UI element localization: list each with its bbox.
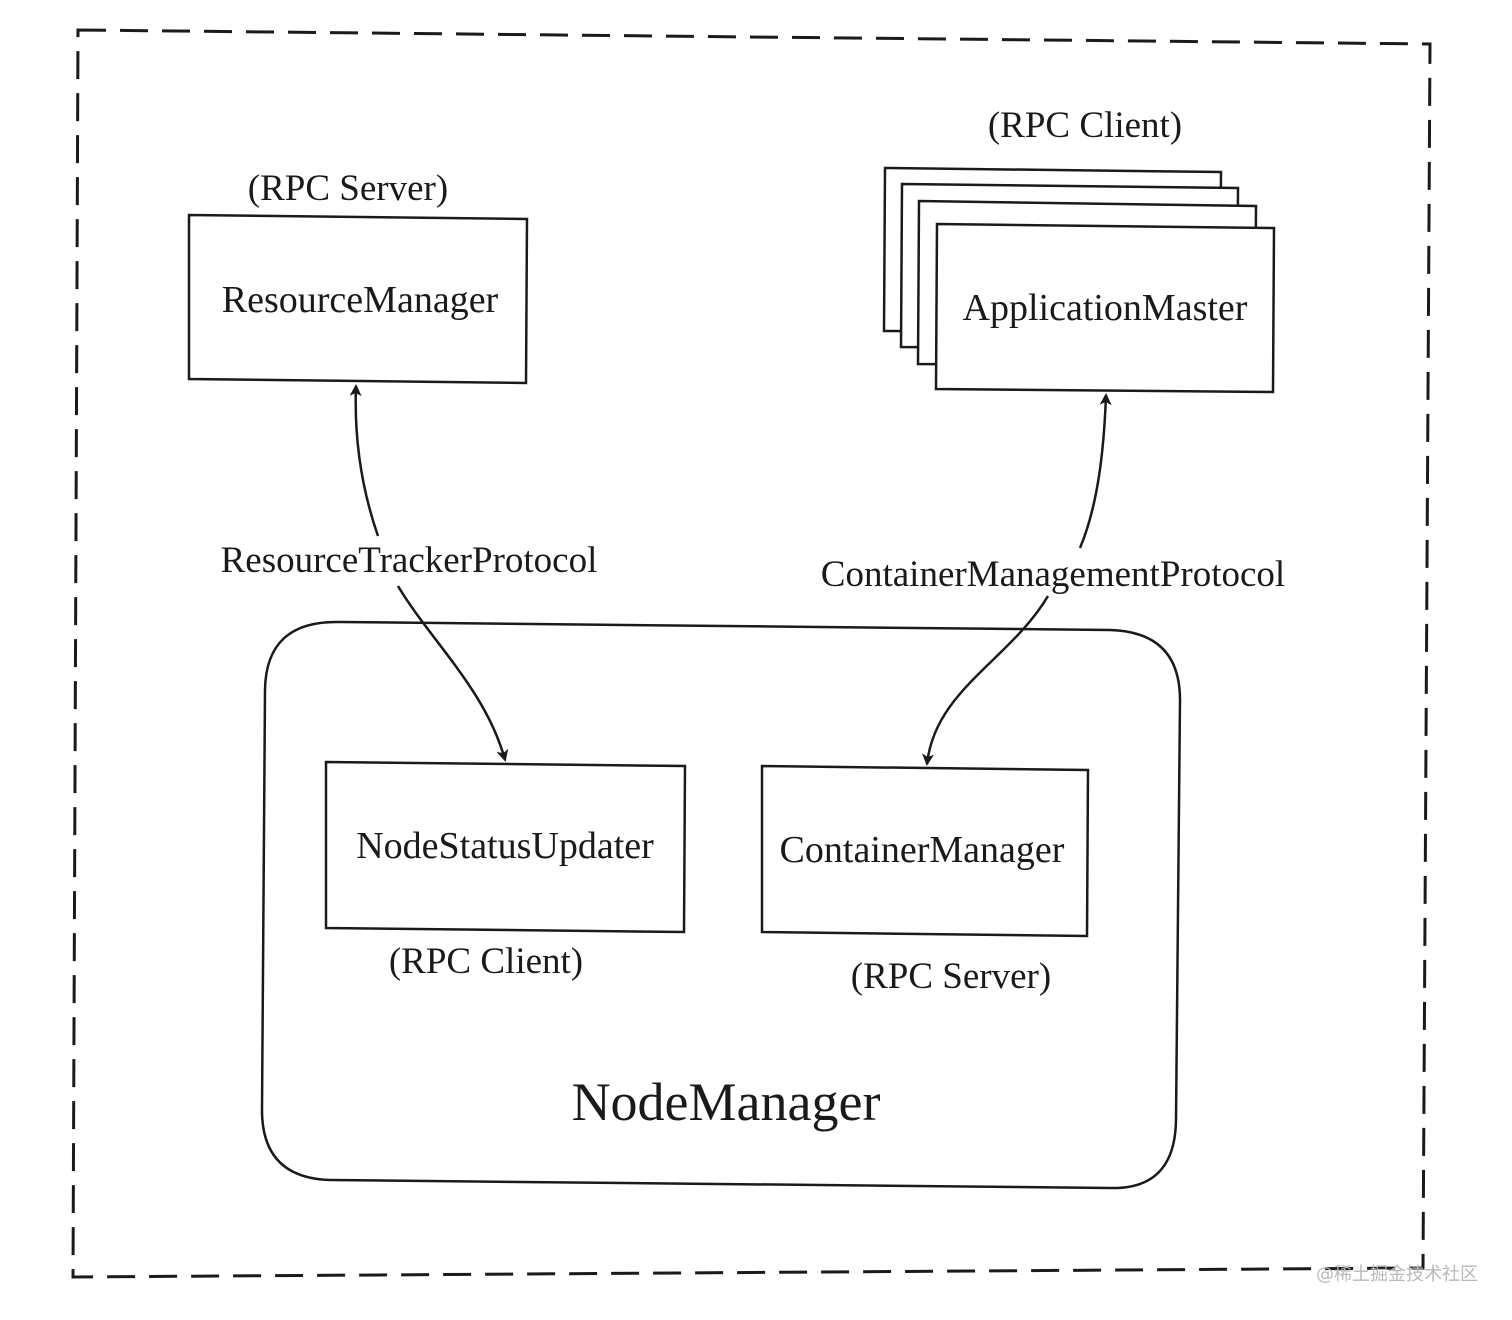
container-manager-label: ContainerManager — [780, 829, 1065, 871]
application-master-label: ApplicationMaster — [963, 287, 1248, 329]
container-management-protocol-label: ContainerManagementProtocol — [821, 554, 1285, 595]
node-manager-label: NodeManager — [572, 1072, 881, 1132]
container-manager-role: (RPC Server) — [851, 956, 1051, 997]
watermark-text: @稀土掘金技术社区 — [1316, 1264, 1478, 1285]
resource-tracker-edge-lower — [396, 585, 509, 762]
application-master-box — [934, 222, 1276, 394]
application-master-role: (RPC Client) — [988, 105, 1182, 146]
resource-manager-label: ResourceManager — [222, 279, 499, 321]
container-management-edge-lower — [922, 595, 1050, 766]
node-status-updater-role: (RPC Client) — [389, 941, 583, 982]
container-manager-box — [760, 764, 1090, 938]
resource-tracker-edge-upper — [349, 384, 380, 537]
outer-boundary — [71, 28, 1432, 1279]
container-management-edge-upper — [1078, 393, 1112, 549]
application-master-stack — [882, 166, 1276, 394]
resource-manager-role: (RPC Server) — [248, 168, 448, 209]
node-status-updater-label: NodeStatusUpdater — [356, 825, 654, 867]
resource-tracker-protocol-label: ResourceTrackerProtocol — [221, 540, 598, 581]
resource-manager-box — [187, 213, 529, 385]
node-status-updater-box — [324, 760, 687, 934]
